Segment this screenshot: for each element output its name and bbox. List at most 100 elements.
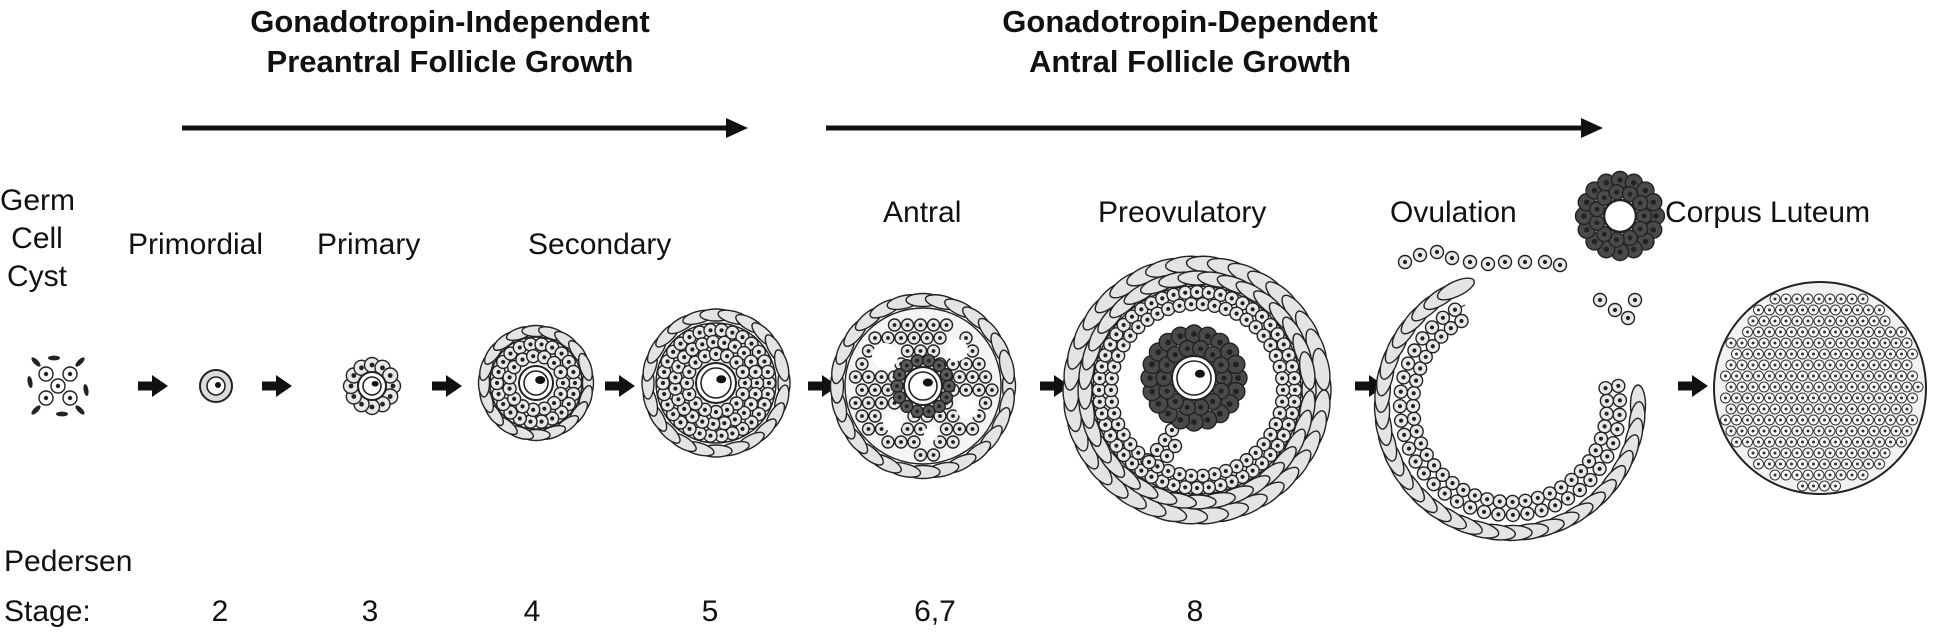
cell-nucleus <box>1557 262 1563 268</box>
cell-nucleus <box>1878 308 1881 312</box>
cell-nucleus <box>1121 343 1126 348</box>
cell-nucleus <box>572 380 578 386</box>
cell-nucleus <box>1235 375 1241 381</box>
cell-nucleus <box>1883 429 1887 433</box>
cell-nucleus <box>1762 385 1766 389</box>
cell-nucleus <box>571 391 576 397</box>
cell-nucleus <box>508 351 513 356</box>
cell-nucleus <box>1147 375 1153 381</box>
cell-nucleus <box>1834 308 1837 312</box>
cell-nucleus <box>937 363 942 368</box>
cell-nucleus <box>931 453 936 457</box>
cell-nucleus <box>1790 418 1793 422</box>
cell-nucleus <box>1845 330 1848 334</box>
cell-nucleus <box>1779 330 1782 334</box>
secondary-follicle-late <box>641 308 791 458</box>
cell-nucleus <box>1637 226 1643 232</box>
cell-nucleus <box>559 351 564 356</box>
cell-nucleus <box>1172 443 1178 449</box>
cell-nucleus <box>713 409 719 415</box>
cell-nucleus <box>1757 330 1760 334</box>
cell-nucleus <box>1834 396 1837 400</box>
cell-nucleus <box>1746 418 1749 422</box>
cell-nucleus <box>1099 411 1104 416</box>
cell-nucleus <box>1724 374 1727 378</box>
cell-nucleus <box>1414 429 1419 434</box>
cell-nucleus <box>1212 472 1217 477</box>
cell-nucleus <box>951 362 955 366</box>
cell-nucleus <box>1602 424 1607 429</box>
cell-nucleus <box>1784 429 1788 433</box>
cell-nucleus <box>542 406 547 411</box>
cell-nucleus <box>1867 418 1870 422</box>
antral-space <box>946 339 968 361</box>
cell-nucleus <box>1823 396 1826 400</box>
cell-nucleus <box>1164 362 1170 368</box>
cell-nucleus <box>1155 464 1160 469</box>
cell-nucleus <box>1128 333 1133 338</box>
cell-nucleus <box>1594 206 1600 212</box>
cell-nucleus <box>957 375 962 379</box>
cell-nucleus <box>558 391 563 397</box>
cell-nucleus <box>1109 376 1114 381</box>
cell-nucleus <box>1867 308 1870 312</box>
cell-nucleus <box>1454 499 1460 504</box>
cell-nucleus <box>1121 322 1126 328</box>
cell-nucleus <box>1828 385 1832 389</box>
cell-nucleus <box>1812 440 1815 444</box>
cell-nucleus <box>1169 427 1175 433</box>
cell-nucleus <box>1129 461 1135 466</box>
cell-nucleus <box>1418 441 1424 446</box>
cell-nucleus <box>1146 459 1152 465</box>
cell-nucleus <box>1878 418 1881 422</box>
cell-nucleus <box>1614 237 1619 243</box>
cell-nucleus <box>1894 407 1898 411</box>
antral-follicle <box>829 292 1017 480</box>
cell-nucleus <box>1878 374 1881 378</box>
cell-nucleus <box>1889 352 1892 356</box>
cell-nucleus <box>1834 418 1837 422</box>
cell-nucleus <box>1275 443 1280 448</box>
cell-nucleus <box>1740 363 1744 367</box>
cell-nucleus <box>1861 363 1865 367</box>
cell-nucleus <box>734 401 739 406</box>
cell-nucleus <box>1139 468 1144 473</box>
cell-nucleus <box>1845 352 1848 356</box>
cell-nucleus <box>1735 396 1738 400</box>
pedersen-label-line1: Pedersen <box>4 545 133 578</box>
cell-nucleus <box>753 369 758 375</box>
cell-nucleus <box>1883 363 1887 367</box>
cell-nucleus <box>1894 429 1898 433</box>
cell-nucleus <box>1160 479 1165 484</box>
cell-nucleus <box>1434 249 1440 255</box>
germ-cell-nucleus <box>67 395 73 401</box>
cell-nucleus <box>1834 352 1837 356</box>
cell-nucleus <box>507 375 512 380</box>
cell-nucleus <box>977 388 981 392</box>
cell-nucleus <box>1861 341 1865 345</box>
transition-arrow-head <box>1692 375 1708 397</box>
cell-nucleus <box>1204 333 1211 340</box>
cell-nucleus <box>1900 418 1903 422</box>
cell-nucleus <box>1850 385 1854 389</box>
cell-nucleus <box>1421 471 1426 476</box>
cell-nucleus <box>1164 388 1170 394</box>
cell-nucleus <box>1735 440 1738 444</box>
cell-nucleus <box>1795 297 1799 301</box>
cell-nucleus <box>1812 396 1815 400</box>
cell-nucleus <box>1905 407 1909 411</box>
cell-nucleus <box>697 431 702 436</box>
cell-nucleus <box>1615 427 1620 432</box>
cell-nucleus <box>918 453 923 457</box>
cell-nucleus <box>1795 363 1799 367</box>
cell-nucleus <box>1751 429 1755 433</box>
cell-nucleus <box>1790 396 1793 400</box>
cell-nucleus <box>1290 364 1295 369</box>
cell-nucleus <box>1189 473 1194 478</box>
cell-nucleus <box>1277 411 1282 416</box>
theca-cell <box>773 349 790 382</box>
cell-nucleus <box>1773 297 1777 301</box>
cell-nucleus <box>1746 330 1749 334</box>
stage-label-line: Cyst <box>7 260 67 293</box>
pregranulosa-cell <box>83 384 89 396</box>
